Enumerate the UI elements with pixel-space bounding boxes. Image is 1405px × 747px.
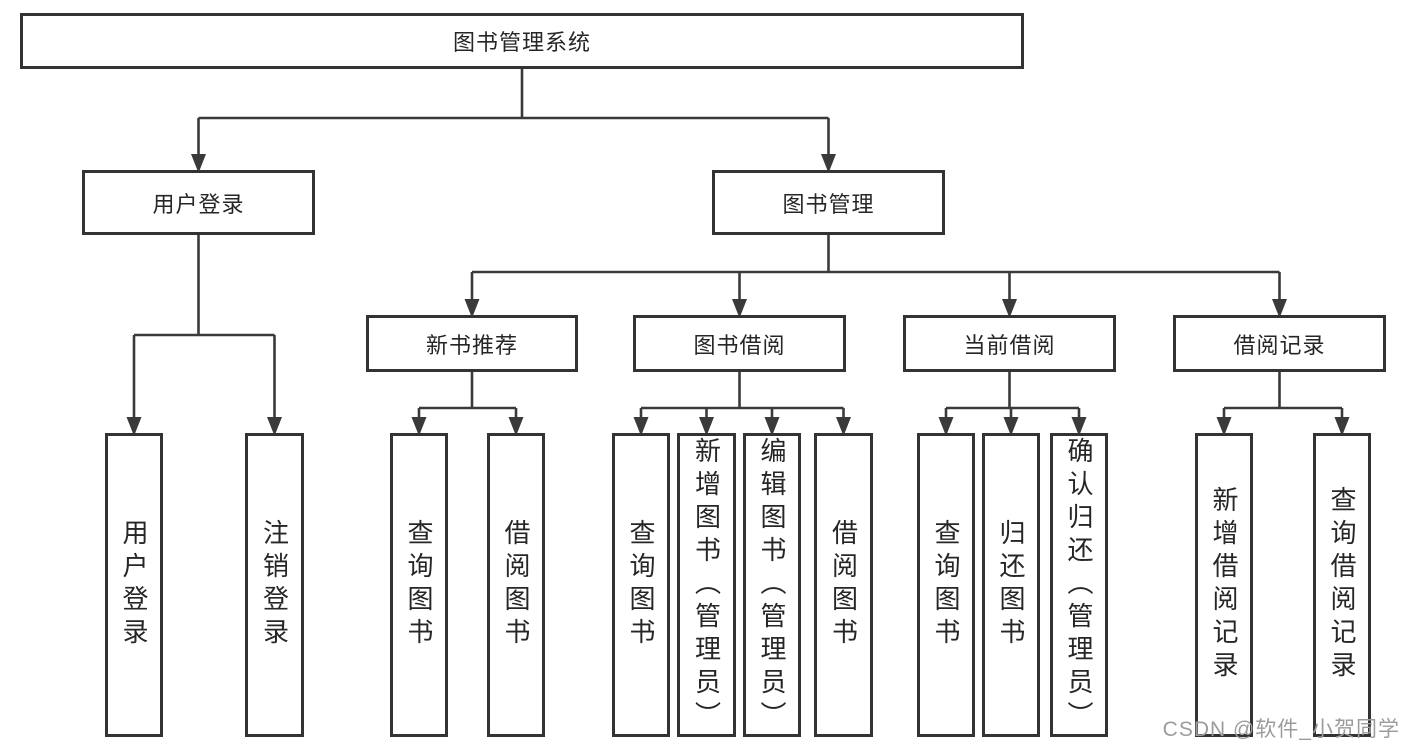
node-leaf-borrow-books-2: 借阅图书 xyxy=(814,433,873,737)
arrowhead xyxy=(508,417,524,436)
node-current-borrowing: 当前借阅 xyxy=(903,315,1116,372)
node-leaf-user-login: 用户登录 xyxy=(105,433,163,737)
node-label: 新增借阅记录 xyxy=(1209,486,1239,684)
node-leaf-query-books-2: 查询图书 xyxy=(612,433,670,737)
node-borrowing-records: 借阅记录 xyxy=(1173,315,1386,372)
node-label: 用户登录 xyxy=(152,191,245,217)
arrowhead xyxy=(1071,417,1087,436)
node-leaf-add-borrow-record: 新增借阅记录 xyxy=(1195,433,1253,737)
arrowhead xyxy=(732,299,747,318)
node-label: 借阅图书 xyxy=(828,519,859,651)
node-label: 图书管理 xyxy=(782,191,875,217)
node-label: 查询借阅记录 xyxy=(1327,486,1357,684)
arrowhead xyxy=(464,299,480,318)
node-library-management-system: 图书管理系统 xyxy=(20,13,1024,69)
arrowhead xyxy=(191,154,206,173)
node-leaf-return-books: 归还图书 xyxy=(982,433,1040,737)
node-label: 注销登录 xyxy=(259,519,290,651)
node-label: 新书推荐 xyxy=(425,332,518,358)
node-leaf-query-books-1: 查询图书 xyxy=(390,433,448,737)
node-leaf-query-borrow-record: 查询借阅记录 xyxy=(1313,433,1371,737)
node-user-login: 用户登录 xyxy=(82,170,315,235)
arrowhead xyxy=(1272,299,1287,318)
arrowhead xyxy=(938,417,954,436)
arrowhead xyxy=(1216,417,1232,436)
arrowhead xyxy=(1003,417,1019,436)
arrowhead xyxy=(699,417,714,436)
node-label: 图书借阅 xyxy=(693,332,786,358)
node-book-borrowing: 图书借阅 xyxy=(633,315,846,372)
node-leaf-logout: 注销登录 xyxy=(245,433,304,737)
watermark: CSDN @软件_小贺同学 xyxy=(1162,718,1400,741)
node-label: 借阅记录 xyxy=(1233,332,1326,358)
node-new-book-recommend: 新书推荐 xyxy=(366,315,578,372)
node-book-management: 图书管理 xyxy=(712,170,945,235)
node-label: 确认归还（管理员） xyxy=(1064,436,1094,734)
arrowhead xyxy=(836,417,851,436)
node-label: 编辑图书（管理员） xyxy=(757,436,787,734)
arrowhead xyxy=(821,154,836,173)
node-label: 当前借阅 xyxy=(963,332,1056,358)
node-label: 查询图书 xyxy=(626,519,656,651)
node-leaf-edit-books-admin: 编辑图书（管理员） xyxy=(743,433,801,737)
arrowhead xyxy=(633,417,649,436)
node-label: 查询图书 xyxy=(404,519,434,651)
arrowhead xyxy=(1002,299,1017,318)
node-leaf-query-books-3: 查询图书 xyxy=(917,433,975,737)
arrowhead xyxy=(1334,417,1350,436)
arrowhead xyxy=(267,417,282,436)
node-leaf-confirm-return-admin: 确认归还（管理员） xyxy=(1050,433,1108,737)
node-label: 查询图书 xyxy=(931,519,961,651)
arrowhead xyxy=(764,417,780,436)
node-leaf-add-books-admin: 新增图书（管理员） xyxy=(677,433,736,737)
node-leaf-borrow-books-1: 借阅图书 xyxy=(487,433,545,737)
node-label: 图书管理系统 xyxy=(452,30,591,55)
arrowhead xyxy=(126,417,142,436)
node-label: 新增图书（管理员） xyxy=(691,436,722,734)
node-label: 归还图书 xyxy=(996,519,1026,651)
node-label: 借阅图书 xyxy=(501,519,531,651)
node-label: 用户登录 xyxy=(119,519,149,651)
arrowhead xyxy=(411,417,427,436)
